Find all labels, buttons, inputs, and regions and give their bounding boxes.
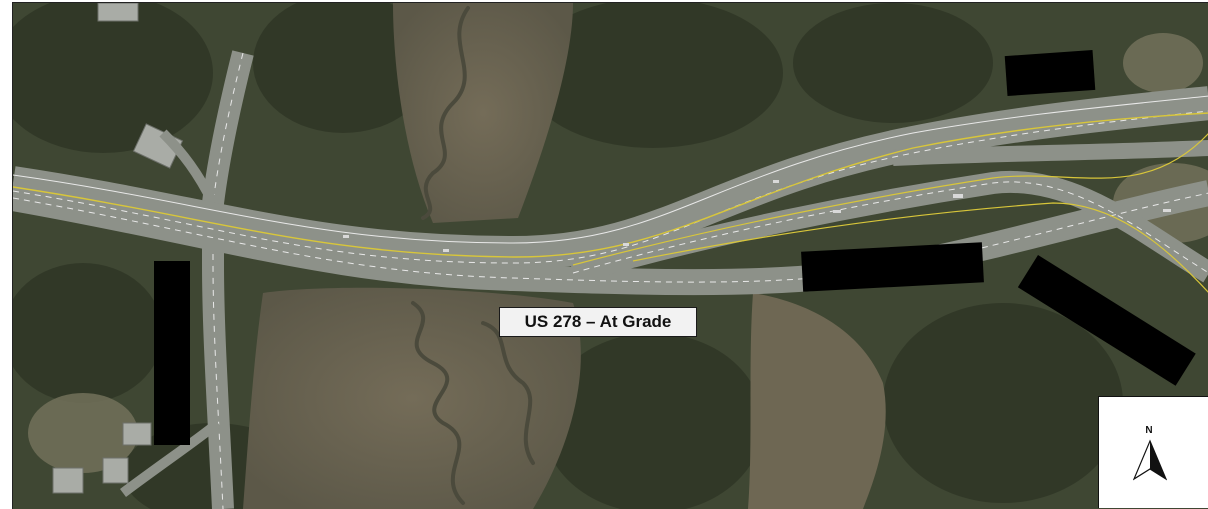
cross-road <box>120 50 254 509</box>
redacted-area <box>154 261 190 445</box>
north-arrow-icon <box>1133 439 1167 481</box>
aerial-map[interactable] <box>12 2 1208 509</box>
vehicle <box>343 180 1171 252</box>
road-label-text: US 278 – At Grade <box>524 312 672 331</box>
redacted-area <box>1004 49 1096 97</box>
building <box>52 3 184 494</box>
road-label: US 278 – At Grade <box>499 307 697 337</box>
north-arrow-panel: N <box>1098 396 1208 508</box>
tree-canopy <box>13 3 1123 509</box>
north-label: N <box>1145 425 1153 436</box>
highway-us-278 <box>13 86 1208 296</box>
